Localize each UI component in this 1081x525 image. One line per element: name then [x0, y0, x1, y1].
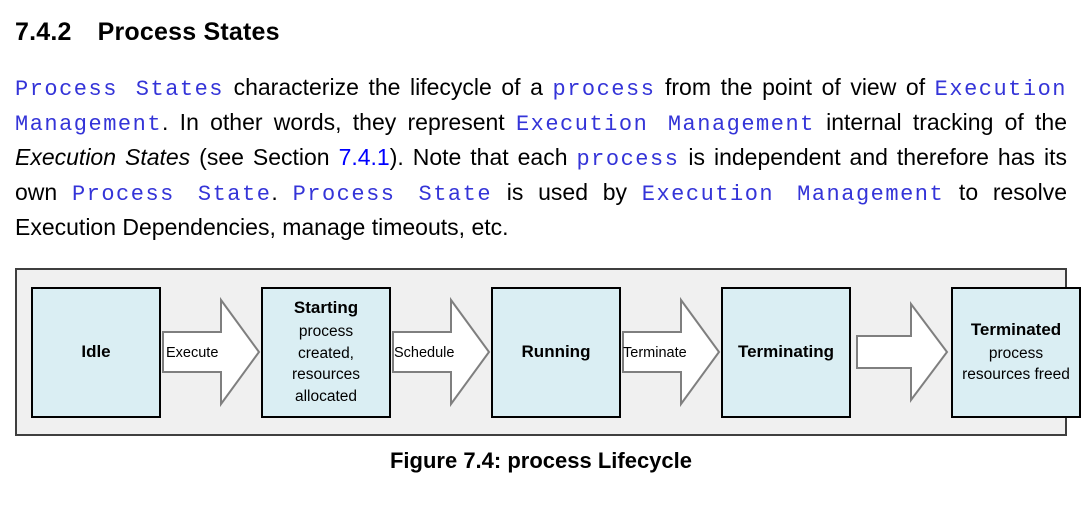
text-run: ). Note that each [389, 144, 577, 170]
transition-label: Execute [166, 345, 218, 361]
text-run: to resolve Execution Dependencies, manag… [15, 179, 1067, 240]
state-description: process resources freed [962, 344, 1070, 384]
state-label: Idle [81, 341, 111, 361]
text-run: from the point of view of [655, 74, 935, 100]
emphasized-term: Execution States [15, 144, 191, 170]
text-run: . [271, 179, 293, 205]
state-label: Running [521, 341, 591, 361]
text-run: internal tracking of the [814, 109, 1068, 135]
code-term: Process States [15, 77, 225, 102]
section-number: 7.4.2 [15, 18, 72, 46]
state-box-idle: Idle [31, 286, 161, 418]
code-term: Process State [292, 182, 493, 207]
code-term: Execution Management [515, 112, 815, 137]
state-box-starting: Starting process created, resources allo… [261, 286, 391, 418]
flow-arrow-icon: Schedule [392, 296, 491, 408]
figure-caption: Figure 7.4: process Lifecycle [389, 448, 693, 473]
text-run: is used by [492, 179, 642, 205]
state-description: process created, resources allocated [291, 322, 361, 405]
state-label: Starting [293, 298, 359, 318]
flow-arrow-icon: Terminate [622, 296, 721, 408]
code-term: Execution Management [641, 182, 945, 207]
transition-label: Schedule [394, 345, 454, 361]
code-term: Execution Management [15, 77, 1067, 137]
state-box-running: Running [491, 286, 621, 418]
code-term: Process State [71, 182, 272, 207]
figure-7-4: Idle Execute Starting process created, r… [15, 268, 1081, 474]
text-run: characterize the lifecycle of a [224, 74, 553, 100]
state-box-terminated: Terminated process resources freed [951, 286, 1081, 418]
section-heading: 7.4.2 Process States [15, 18, 1067, 47]
code-term: process [552, 77, 656, 102]
text-run: (see Section [190, 144, 339, 170]
body-paragraph: Process States characterize the lifecycl… [15, 71, 1067, 244]
text-run: . In other words, they represent [162, 109, 516, 135]
transition-label: Terminate [623, 345, 687, 361]
state-label: Terminated [970, 319, 1062, 339]
flow-arrow-icon [856, 301, 949, 403]
lifecycle-diagram-frame: Idle Execute Starting process created, r… [15, 268, 1081, 436]
flow-arrow-icon: Execute [162, 296, 261, 408]
code-term: process [576, 147, 680, 172]
state-box-terminating: Terminating [721, 286, 851, 418]
section-link[interactable]: 7.4.1 [338, 144, 390, 170]
state-label: Terminating [737, 341, 835, 361]
text-run: is independent and therefore has its own [15, 144, 1067, 205]
section-title: Process States [97, 18, 280, 46]
